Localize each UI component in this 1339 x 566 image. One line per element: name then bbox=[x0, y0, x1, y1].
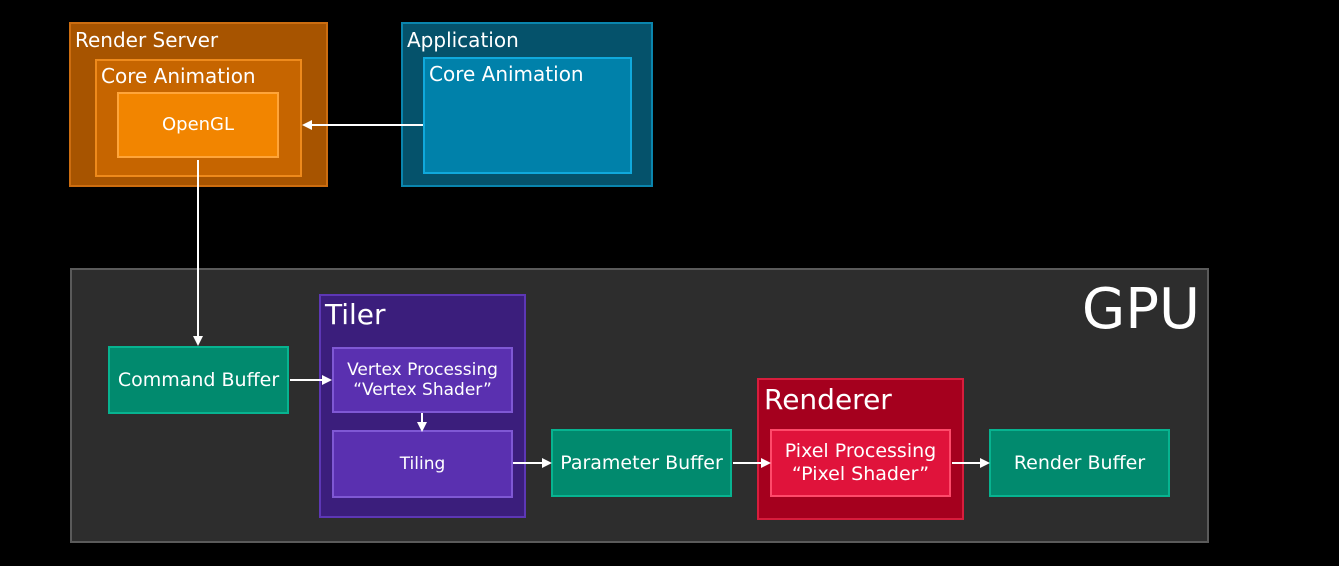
application-title: Application bbox=[407, 28, 519, 52]
gpu-title: GPU bbox=[1081, 277, 1200, 342]
vertex-processing-box: Vertex Processing “Vertex Shader” bbox=[332, 347, 513, 413]
renderer-title: Renderer bbox=[764, 383, 892, 416]
opengl-box: OpenGL bbox=[117, 92, 279, 158]
pixel-processing-label: Pixel Processing bbox=[784, 440, 937, 463]
application-core-animation-box bbox=[423, 57, 632, 174]
parameter-buffer-label: Parameter Buffer bbox=[560, 451, 723, 474]
vertex-processing-label: Vertex Processing bbox=[347, 359, 498, 380]
pixel-processing-box: Pixel Processing “Pixel Shader” bbox=[770, 429, 951, 497]
pixel-shader-label: “Pixel Shader” bbox=[791, 463, 930, 485]
command-buffer-box: Command Buffer bbox=[108, 346, 289, 414]
application-core-animation-label: Core Animation bbox=[429, 62, 584, 86]
render-buffer-label: Render Buffer bbox=[1013, 451, 1146, 474]
tiler-title: Tiler bbox=[325, 298, 386, 331]
render-buffer-box: Render Buffer bbox=[989, 429, 1170, 497]
opengl-label: OpenGL bbox=[161, 114, 235, 136]
render-server-title: Render Server bbox=[75, 28, 219, 52]
tiling-box: Tiling bbox=[332, 430, 513, 498]
vertex-shader-label: “Vertex Shader” bbox=[353, 380, 492, 400]
render-server-core-animation-label: Core Animation bbox=[101, 64, 256, 88]
parameter-buffer-box: Parameter Buffer bbox=[551, 429, 732, 497]
command-buffer-label: Command Buffer bbox=[117, 368, 280, 391]
tiling-label: Tiling bbox=[399, 453, 446, 474]
gpu-box bbox=[70, 268, 1209, 543]
